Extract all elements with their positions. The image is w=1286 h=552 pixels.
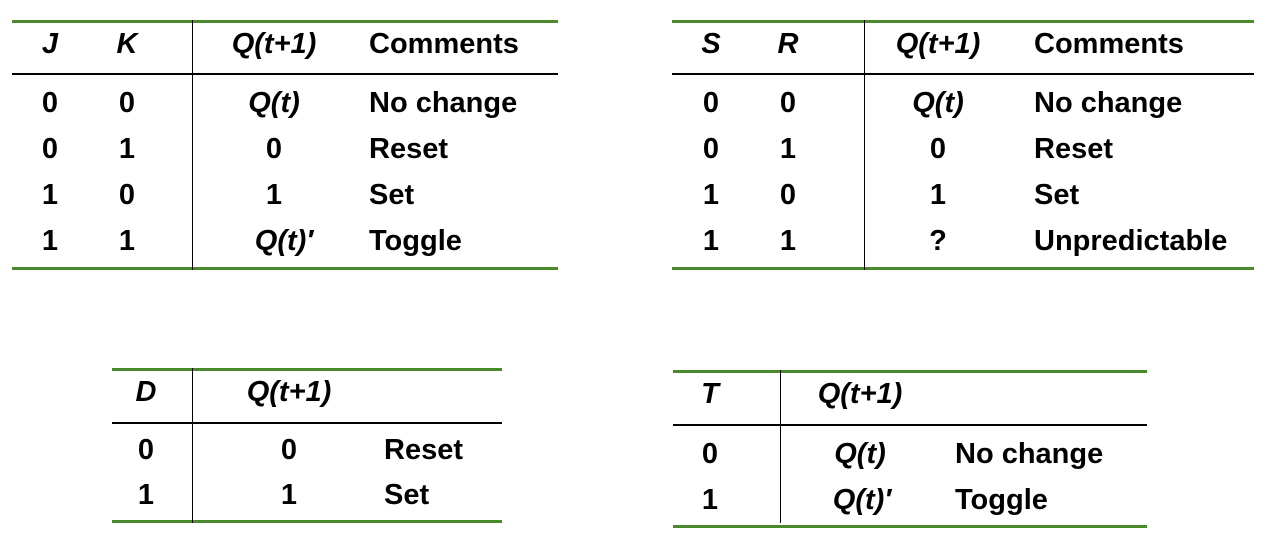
cell: Set — [384, 479, 430, 511]
column-divider — [192, 368, 193, 523]
cell: 0 — [118, 87, 136, 119]
header-comments: Comments — [1034, 28, 1184, 60]
bottom-rule — [112, 520, 502, 523]
cell: Set — [369, 179, 415, 211]
cell: 1 — [41, 179, 59, 211]
top-rule — [672, 20, 1254, 23]
cell: 0 — [41, 133, 59, 165]
cell: 0 — [702, 133, 720, 165]
column-divider — [780, 370, 781, 523]
cell: No change — [955, 438, 1104, 470]
header-rule — [12, 73, 558, 75]
cell: 1 — [265, 179, 283, 211]
header-rule — [112, 422, 502, 424]
header-t: T — [701, 378, 719, 410]
cell: 1 — [118, 225, 136, 257]
header-next-state: Q(t+1) — [895, 28, 981, 60]
cell: 0 — [41, 87, 59, 119]
cell: 1 — [118, 133, 136, 165]
cell: 0 — [779, 87, 797, 119]
cell: Toggle — [955, 484, 1048, 516]
top-rule — [673, 370, 1147, 373]
cell: No change — [369, 87, 518, 119]
header-rule — [672, 73, 1254, 75]
header-comments: Comments — [369, 28, 519, 60]
header-next-state: Q(t+1) — [246, 376, 332, 408]
cell: 1 — [929, 179, 947, 211]
cell: 0 — [118, 179, 136, 211]
cell: Set — [1034, 179, 1080, 211]
header-rule — [673, 424, 1147, 426]
column-divider — [192, 20, 193, 270]
cell: 0 — [702, 87, 720, 119]
cell: No change — [1034, 87, 1183, 119]
bottom-rule — [672, 267, 1254, 270]
header-j: J — [41, 28, 59, 60]
cell: 0 — [779, 179, 797, 211]
cell: Q(t) — [248, 87, 300, 119]
top-rule — [12, 20, 558, 23]
header-r: R — [777, 28, 799, 60]
cell: 1 — [702, 179, 720, 211]
cell: 0 — [929, 133, 947, 165]
header-d: D — [135, 376, 157, 408]
cell: 1 — [701, 484, 719, 516]
cell: 1 — [280, 479, 298, 511]
cell: 1 — [137, 479, 155, 511]
cell: Toggle — [369, 225, 462, 257]
cell: Q(t) — [912, 87, 964, 119]
cell: Q(t) — [834, 438, 886, 470]
header-next-state: Q(t+1) — [817, 378, 903, 410]
header-next-state: Q(t+1) — [231, 28, 317, 60]
cell: 0 — [280, 434, 298, 466]
cell: 1 — [779, 225, 797, 257]
cell: Unpredictable — [1034, 225, 1228, 257]
top-rule — [112, 368, 502, 371]
cell: 0 — [701, 438, 719, 470]
bottom-rule — [12, 267, 558, 270]
cell: 1 — [41, 225, 59, 257]
bottom-rule — [673, 525, 1147, 528]
cell: 1 — [702, 225, 720, 257]
column-divider — [864, 20, 865, 270]
cell: 0 — [265, 133, 283, 165]
cell: 1 — [779, 133, 797, 165]
cell: Q(t)′ — [254, 225, 314, 257]
cell: Reset — [384, 434, 463, 466]
cell: Reset — [369, 133, 448, 165]
header-k: K — [116, 28, 138, 60]
header-s: S — [701, 28, 721, 60]
cell: Reset — [1034, 133, 1113, 165]
cell: 0 — [137, 434, 155, 466]
cell: ? — [929, 225, 947, 257]
cell: Q(t)′ — [832, 484, 892, 516]
